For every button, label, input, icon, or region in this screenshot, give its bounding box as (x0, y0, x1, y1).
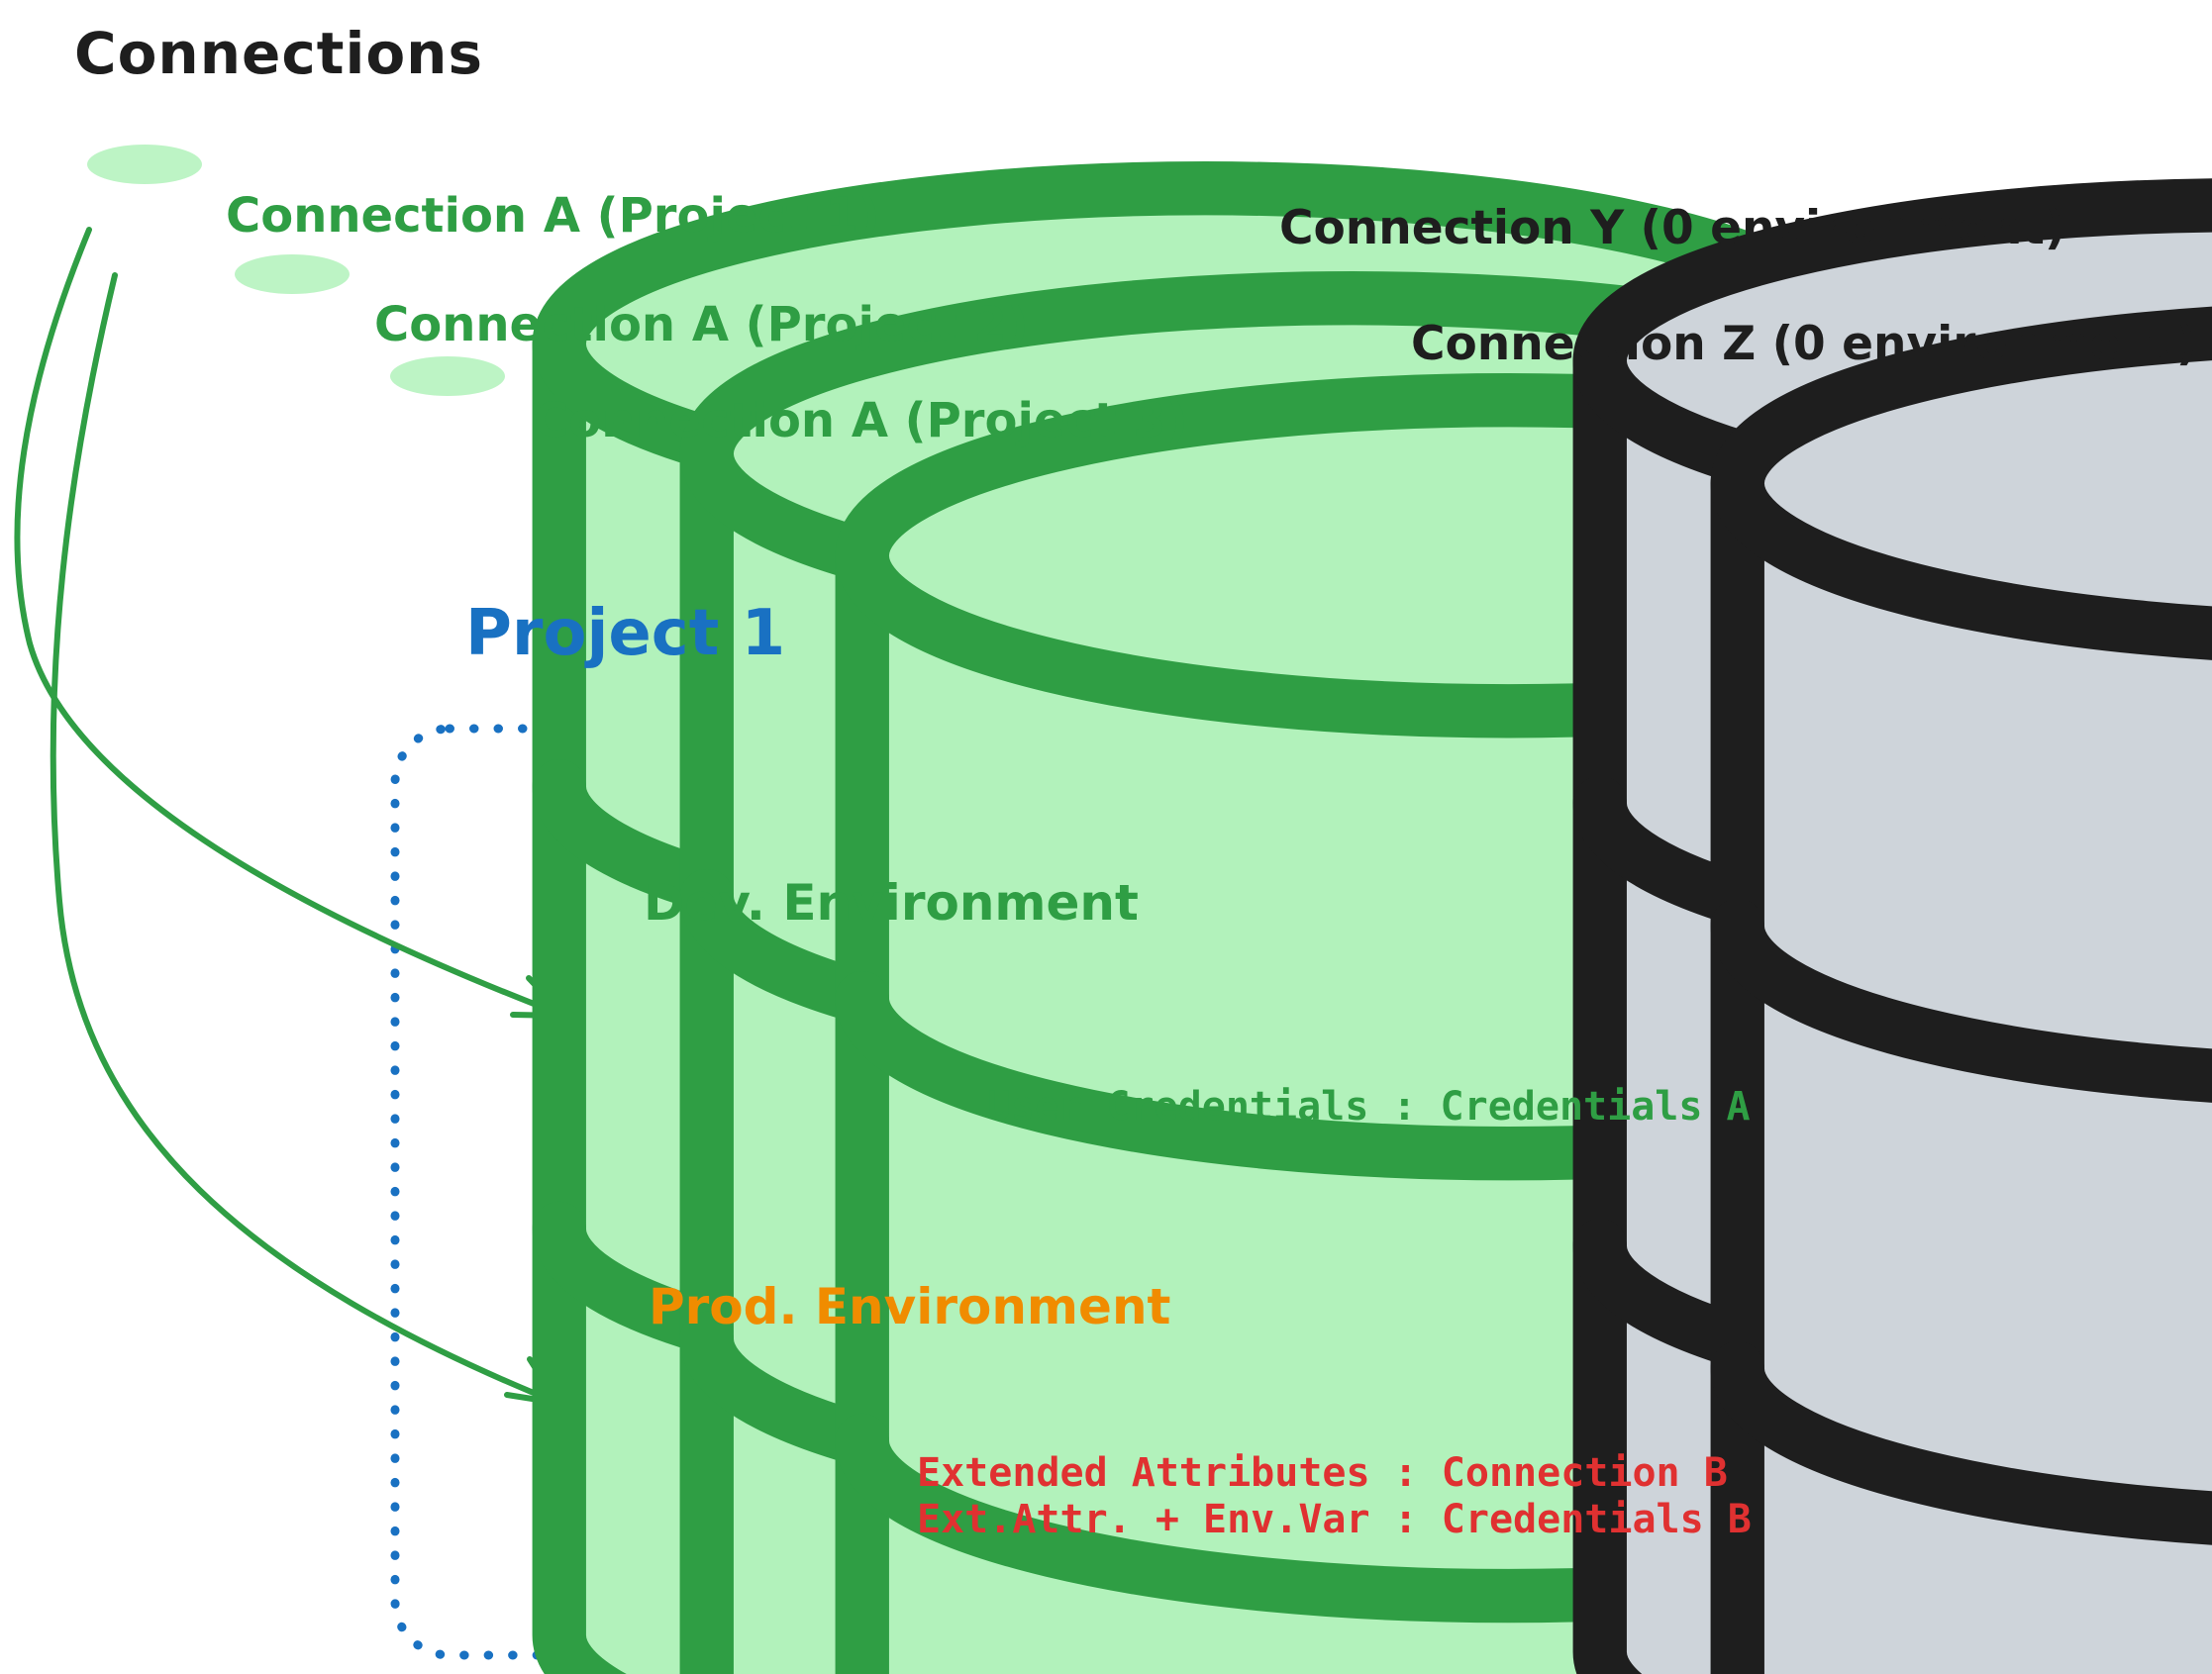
db-halo (87, 145, 202, 184)
arrow-to-dev-environment (14, 227, 567, 1019)
dev-environment-credentials-mapping: User Credentials : Credentials A (987, 1084, 1751, 1130)
label-connection-a-project-2: Connection A (Project 2) (374, 297, 1029, 352)
database-icon-connection-z (1737, 328, 2212, 1674)
prod-mapping-env-var: Ext.Attr. + Env.Var : Credentials B (917, 1497, 1752, 1542)
project-1-title: Project 1 (465, 597, 786, 670)
arrowhead-prod-icon (504, 1356, 560, 1406)
prod-environment-title: Prod. Environment (649, 1278, 1171, 1335)
arrow-to-prod-environment (50, 272, 560, 1406)
prod-environment-credentials-mappings: Extended Attributes : Connection B Ext.A… (917, 1450, 1752, 1543)
label-connection-a-project-3: Connection A (Project 3) (534, 393, 1188, 448)
diagram-title: Connections (74, 20, 483, 87)
label-connection-a-project-1: Connection A (Project 1) (226, 188, 880, 244)
dev-environment-title: Dev. Environment (644, 874, 1139, 932)
db-halo (235, 254, 350, 294)
label-connection-y: Connection Y (0 environment) (1279, 201, 2066, 255)
label-connection-z: Connection Z (0 environment) (1411, 317, 2198, 371)
prod-mapping-extended-attributes: Extended Attributes : Connection B (917, 1450, 1728, 1496)
db-halo (390, 356, 505, 396)
